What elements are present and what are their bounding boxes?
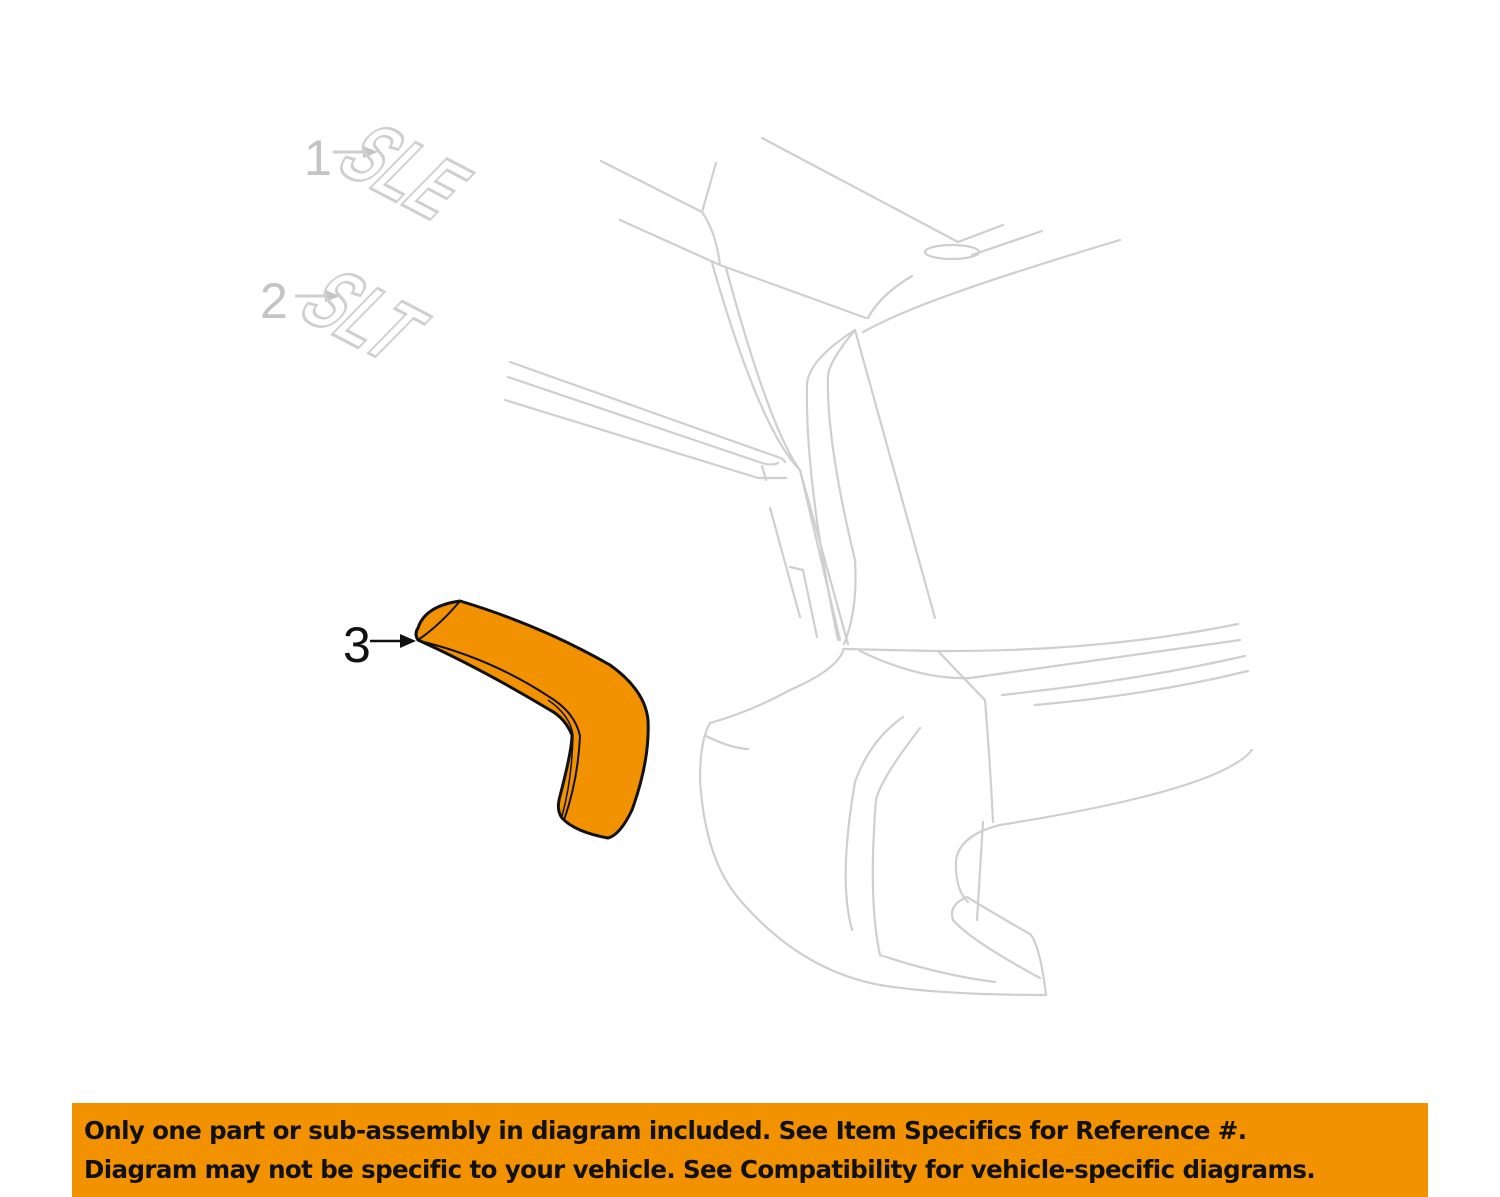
disclaimer-line-2: Diagram may not be specific to your vehi… [84, 1155, 1316, 1184]
callout-number-1: 1 [304, 130, 332, 186]
disclaimer-banner: Only one part or sub-assembly in diagram… [72, 1103, 1428, 1197]
highlighted-part-3[interactable] [370, 599, 650, 840]
parts-diagram: SLE SLT [279, 108, 1254, 997]
disclaimer-line-1: Only one part or sub-assembly in diagram… [84, 1116, 1247, 1145]
svg-text:SLT: SLT [280, 255, 445, 378]
callout-number-3: 3 [343, 617, 371, 673]
callout-number-2: 2 [260, 273, 288, 329]
emblem-sle: SLE [317, 108, 491, 237]
vehicle-outline [503, 136, 1254, 997]
emblem-slt: SLT [279, 254, 447, 379]
svg-text:SLE: SLE [318, 109, 490, 235]
